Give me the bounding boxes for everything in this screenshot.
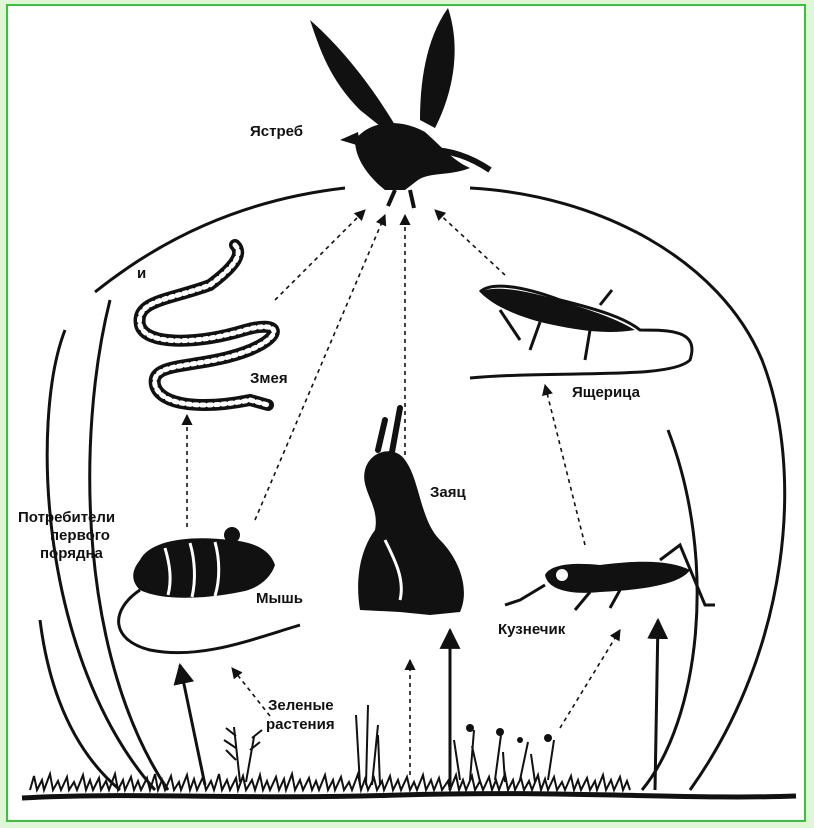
label-consumers-line3: порядна <box>40 545 104 562</box>
label-hare: Заяц <box>430 484 466 501</box>
label-stray-mark: и <box>137 265 146 282</box>
label-plants-line1: Зеленые <box>268 697 334 714</box>
label-snake: Змея <box>250 370 288 387</box>
energy-arrows <box>180 620 658 790</box>
label-plants-line2: растения <box>266 716 335 733</box>
label-grasshopper: Кузнечик <box>498 621 566 638</box>
label-consumers-line1: Потребители <box>18 509 115 526</box>
label-mouse: Мышь <box>256 590 303 607</box>
label-hawk: Ястреб <box>250 123 303 140</box>
label-lizard: Ящерица <box>572 384 641 401</box>
lizard-figure <box>470 286 692 378</box>
hawk-figure <box>310 8 490 208</box>
label-consumers-line2: первого <box>50 527 110 544</box>
grasshopper-figure <box>505 545 715 610</box>
hare-figure <box>358 408 464 615</box>
labels: Ястреб Змея Ящерица Заяц Мышь Кузнечик З… <box>18 123 641 733</box>
